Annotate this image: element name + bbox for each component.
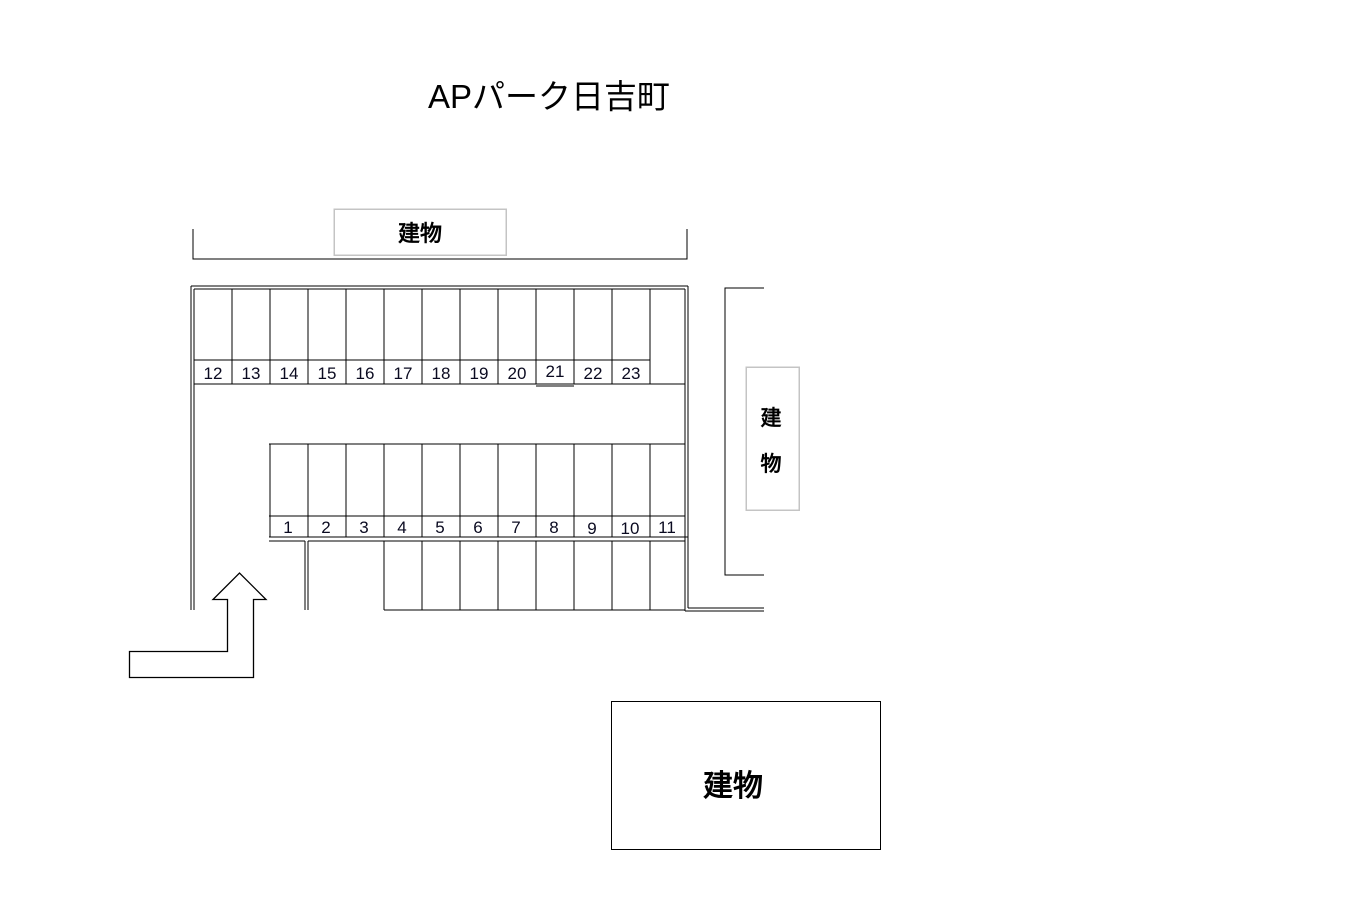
- entrance-arrow-icon: [128, 572, 268, 679]
- stall-20[interactable]: 20: [508, 364, 527, 383]
- parking-lot-walls: [190, 285, 764, 612]
- stall-21[interactable]: 21: [546, 362, 565, 381]
- stall-10[interactable]: 10: [621, 519, 640, 538]
- stall-13[interactable]: 13: [242, 364, 261, 383]
- top-building-label: 建物: [398, 221, 442, 247]
- right-building-label-2: 物: [761, 452, 782, 476]
- stall-17[interactable]: 17: [394, 364, 413, 383]
- upper-stall-row: 12 13 14 15 16 17 18 19 20 21 22 23: [194, 289, 685, 387]
- bottom-unnumbered-stalls: [383, 541, 685, 611]
- stall-22[interactable]: 22: [584, 364, 603, 383]
- stall-7[interactable]: 7: [511, 518, 520, 537]
- stall-14[interactable]: 14: [280, 364, 299, 383]
- bottom-building-label: 建物: [703, 769, 763, 804]
- stall-12[interactable]: 12: [204, 364, 223, 383]
- right-building: 建 物: [724, 287, 800, 576]
- lower-stall-row: 1 2 3 4 5 6 7 8 9 10 11: [269, 443, 688, 542]
- stall-18[interactable]: 18: [432, 364, 451, 383]
- right-building-label-1: 建: [761, 406, 782, 430]
- top-building-outline: [192, 229, 688, 260]
- stall-9[interactable]: 9: [587, 519, 596, 538]
- stall-4[interactable]: 4: [397, 518, 406, 537]
- right-building-label-box: [745, 366, 800, 511]
- right-building-outline: [724, 287, 764, 576]
- stall-16[interactable]: 16: [356, 364, 375, 383]
- page-title: APパーク日吉町: [428, 78, 670, 115]
- stall-8[interactable]: 8: [549, 518, 558, 537]
- top-building-label-box: [333, 208, 507, 256]
- stall-19[interactable]: 19: [470, 364, 489, 383]
- stall-11[interactable]: 11: [658, 518, 676, 537]
- stall-15[interactable]: 15: [318, 364, 337, 383]
- bottom-building: 建物: [610, 700, 882, 851]
- stall-2[interactable]: 2: [321, 518, 330, 537]
- stall-6[interactable]: 6: [473, 518, 482, 537]
- bottom-building-outline: [610, 700, 882, 851]
- stall-1[interactable]: 1: [283, 518, 292, 537]
- stall-23[interactable]: 23: [622, 364, 641, 383]
- stall-5[interactable]: 5: [435, 518, 444, 537]
- top-building: 建物: [192, 208, 688, 260]
- stall-3[interactable]: 3: [359, 518, 368, 537]
